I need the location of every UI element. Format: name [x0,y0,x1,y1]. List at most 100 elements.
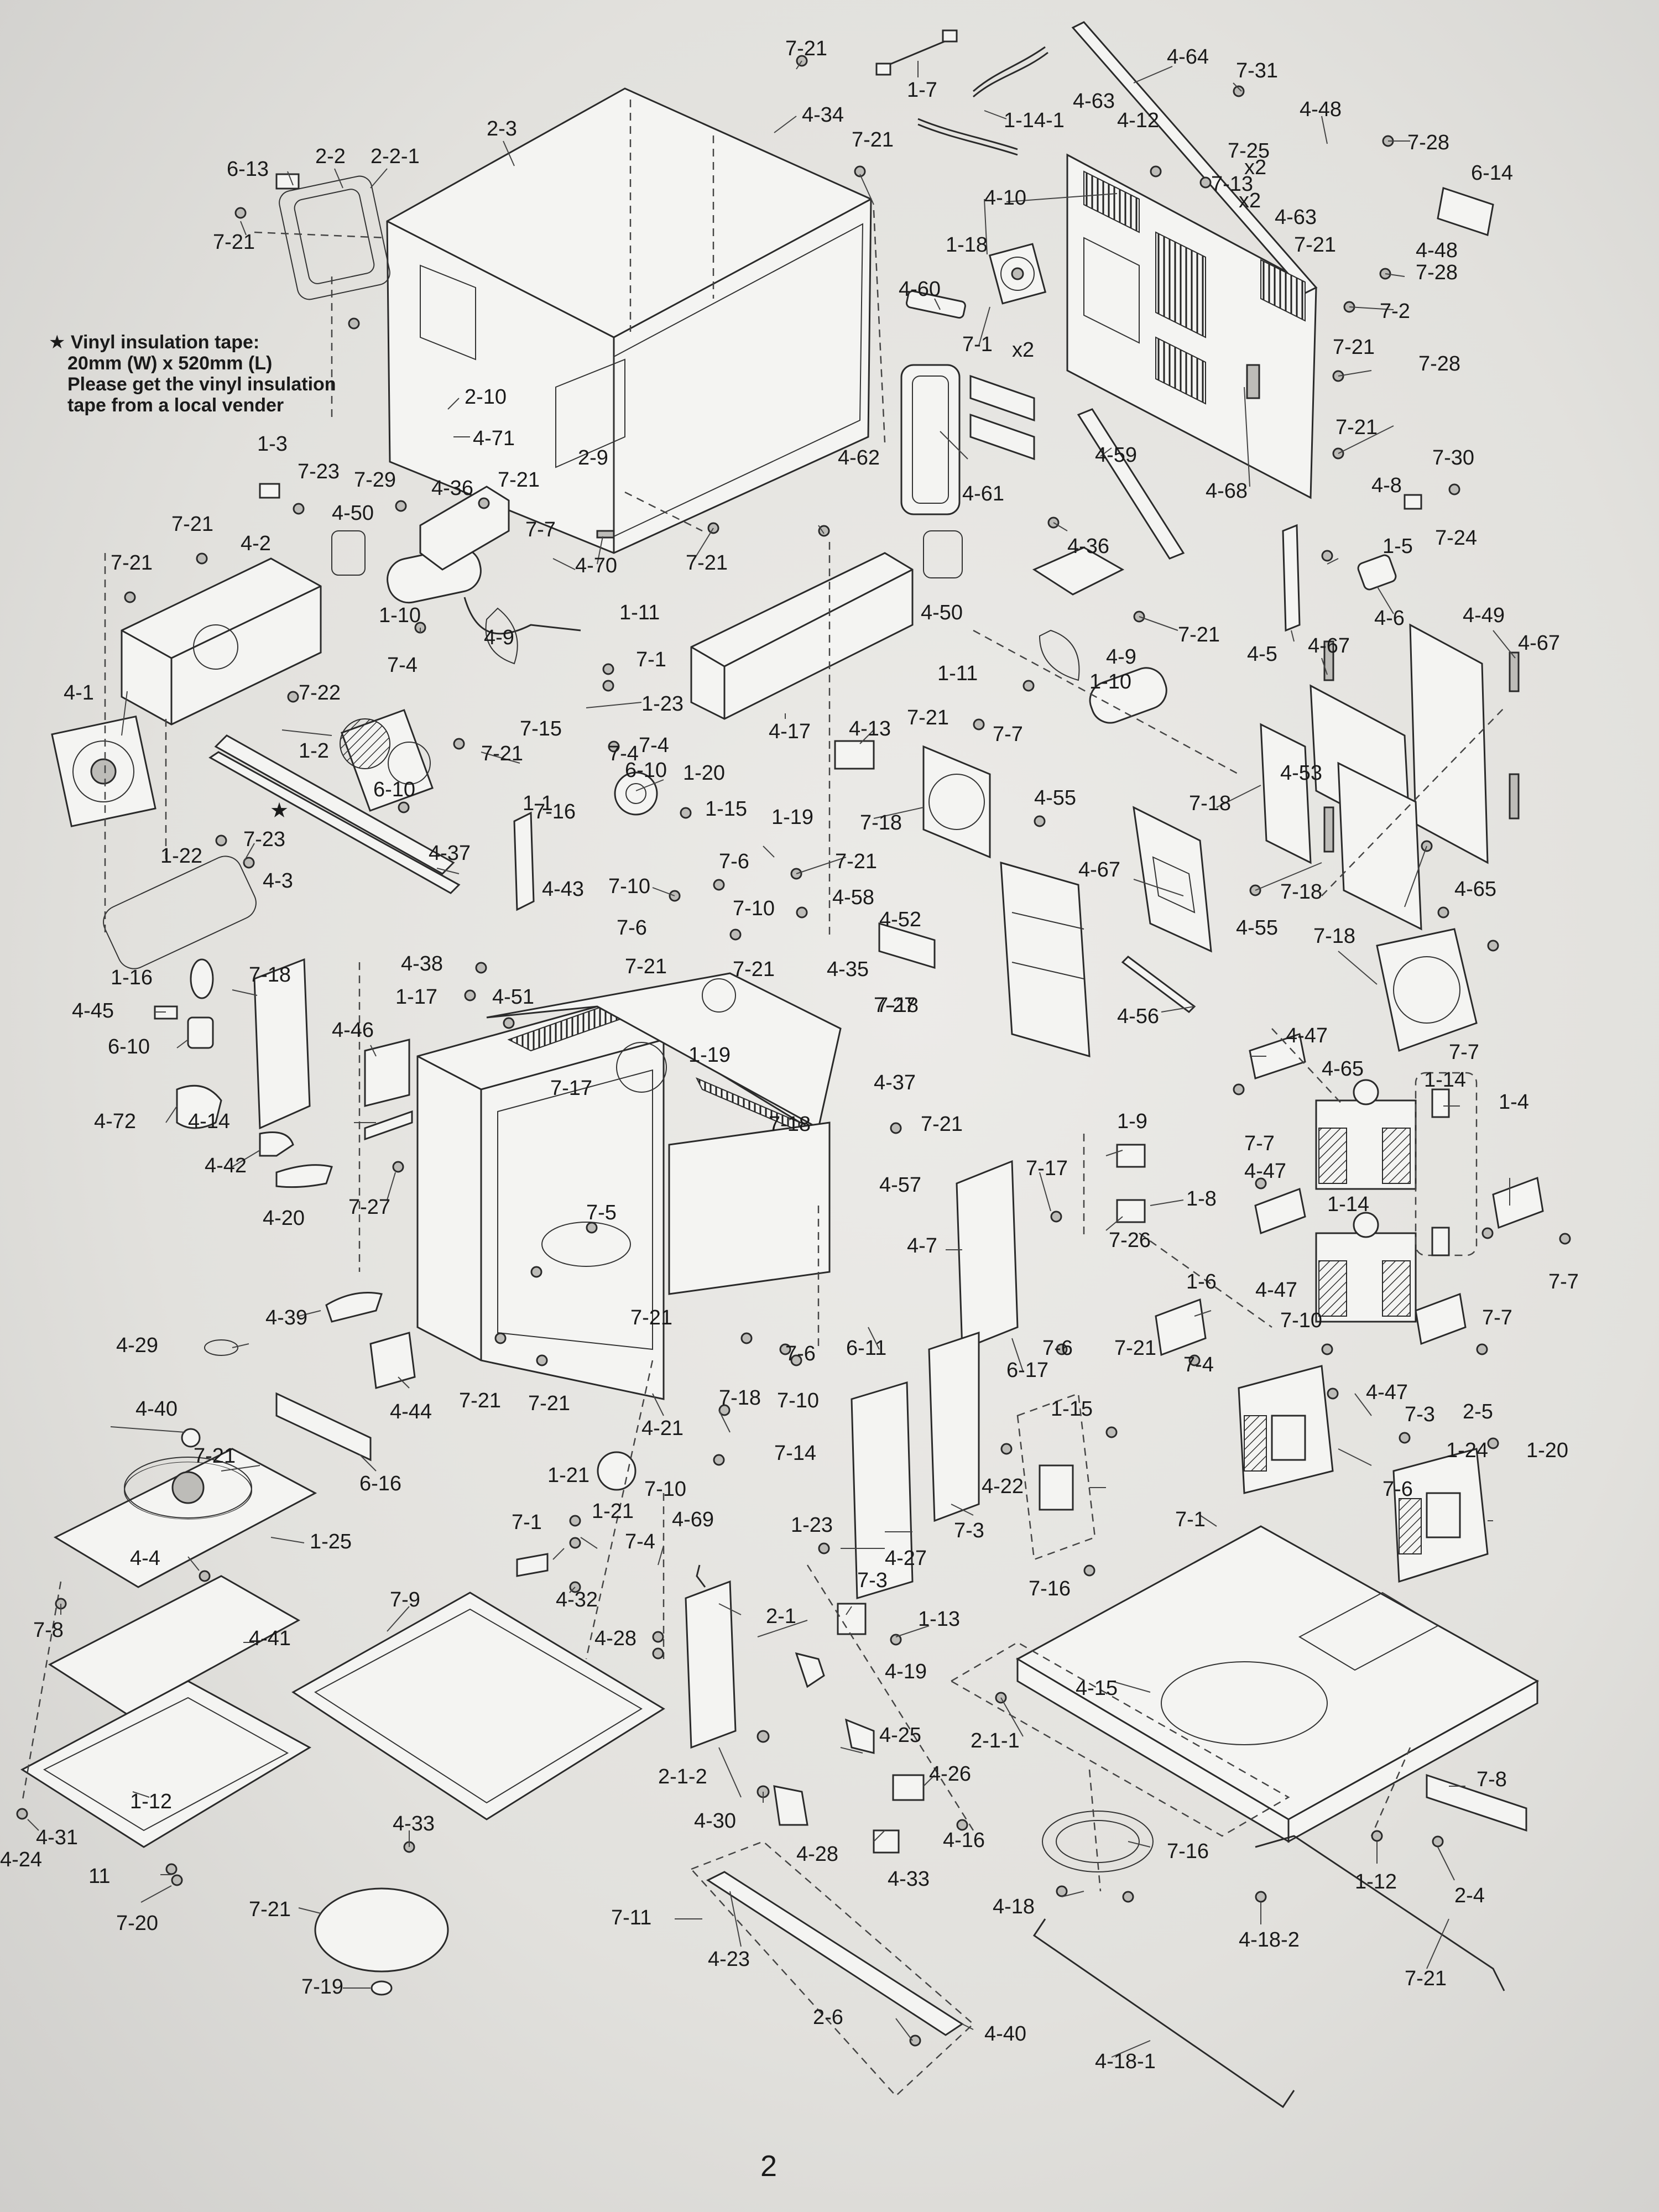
callout-label: 4-18-1 [1095,2050,1156,2073]
ring-2-4 [1042,1811,1154,1872]
callout-label: 4-14 [188,1110,230,1133]
callout-label: 1-23 [641,692,684,716]
callout-label: 7-4 [625,1530,655,1553]
fan-motor [340,709,434,812]
callout-label: 7-21 [1178,623,1220,646]
note-line-3: Please get the vinyl insulation [67,374,336,395]
callout-label: 4-1 [64,681,94,705]
callout-label: 7-21 [907,706,949,729]
callout-label: 7-21 [921,1113,963,1136]
callout-label: 4-39 [265,1306,307,1329]
callout-label: 4-38 [401,952,443,975]
callout-label: 7-21 [111,551,153,575]
callout-label: 1-11 [619,601,660,624]
panel-4-49 [1260,623,1520,931]
waveguide-4-17 [690,552,914,720]
callout-label: 7-21 [194,1444,236,1468]
callout-label: 7-28 [1416,261,1458,284]
callout-label: 4-63 [1275,206,1317,229]
callout-label: 7-14 [774,1442,816,1465]
callout-label: 2-2 [315,145,346,168]
callout-label: 4-68 [1206,479,1248,503]
callout-label: 4-7 [907,1234,937,1258]
callout-label: 4-33 [888,1867,930,1891]
callout-label: 4-55 [1236,916,1278,940]
callout-label: 7-21 [213,231,255,254]
callout-label: 7-6 [719,850,749,873]
bracket-1-6 [1155,1298,1207,1357]
callout-label: 2-4 [1454,1884,1485,1907]
callout-label: 4-43 [542,878,584,901]
label-4-69 [516,1553,549,1577]
coupler [171,1471,205,1504]
callout-label: 7-21 [835,850,877,873]
callout-label: 7-18 [1280,880,1322,904]
callout-label: 7-13 [1211,173,1253,196]
callout-label: 7-28 [1418,352,1460,375]
callout-label: 4-44 [390,1400,432,1423]
washer-4-29 [204,1339,238,1356]
callout-label: 4-13 [849,717,891,740]
callout-label: 7-7 [993,723,1023,746]
label-sticker [1437,187,1494,236]
label-4-65 [878,922,936,969]
callout-label: 4-16 [943,1829,985,1852]
callout-label: 7-21 [249,1898,291,1921]
spring-4-27 [696,1564,706,1588]
callout-label: 1-12 [130,1790,172,1813]
callout-label: 4-31 [36,1826,78,1849]
callout-label: 7-21 [1405,1967,1447,1990]
callout-label: 4-51 [492,985,534,1009]
callout-label: 1-1 [523,792,553,815]
callout-label: 4-47 [1255,1279,1297,1302]
callout-label: 1-14 [1424,1068,1466,1092]
switch-4-8 [1404,494,1422,510]
callout-label: 7-19 [301,1975,343,1999]
callout-label: 4-36 [1067,535,1109,558]
rod-4-46 [1121,956,1196,1013]
switch-1-12b [873,1829,900,1854]
callout-label: 7-18 [249,963,291,987]
callout-label: 2-6 [813,2006,843,2029]
callout-label: 4-48 [1416,239,1458,262]
callout-label: 2-1-2 [658,1765,707,1788]
callout-label: 7-21 [528,1392,570,1415]
callout-label: 4-29 [116,1334,158,1357]
bracket-4-42 [259,1131,294,1157]
callout-label: 6-13 [227,158,269,181]
note-line-1: ★ Vinyl insulation tape: [49,332,259,353]
callout-label: 7-16 [1167,1840,1209,1863]
callout-label: 4-20 [263,1207,305,1230]
callout-label: 7-21 [852,128,894,152]
callout-label: 1-15 [705,797,747,821]
callout-label: 2-3 [487,117,517,140]
callout-label: 4-56 [1117,1005,1159,1028]
callout-label: 7-9 [390,1588,420,1611]
cooling-fan [988,243,1047,305]
wire-harness [875,29,1048,156]
callout-label: 4-15 [1076,1677,1118,1700]
strip-6-16 [275,1392,372,1462]
insulation-strip [214,734,455,875]
choke-group [690,1840,974,2097]
callout-label: 2-1 [766,1605,796,1628]
bracket-4-37 [513,811,535,911]
callout-label: 4-2 [241,532,271,555]
callout-label: 4-40 [135,1397,178,1421]
callout-label: 4-6 [1374,607,1405,630]
callout-label: 7-21 [1333,336,1375,359]
callout-label: 4-50 [332,502,374,525]
callout-label: 2-1-1 [971,1729,1020,1752]
callout-label: 4-34 [802,103,844,127]
screws [16,55,1571,2047]
gasket [905,290,966,319]
callout-label: 7-6 [617,916,647,940]
callout-label: 7-21 [630,1306,672,1329]
callout-label: 4-5 [1247,643,1277,666]
callout-label: 4-23 [708,1948,750,1971]
callout-label: 1-18 [946,233,988,257]
pcb-1-25 [851,1381,914,1599]
callout-label: 1-22 [160,844,202,868]
